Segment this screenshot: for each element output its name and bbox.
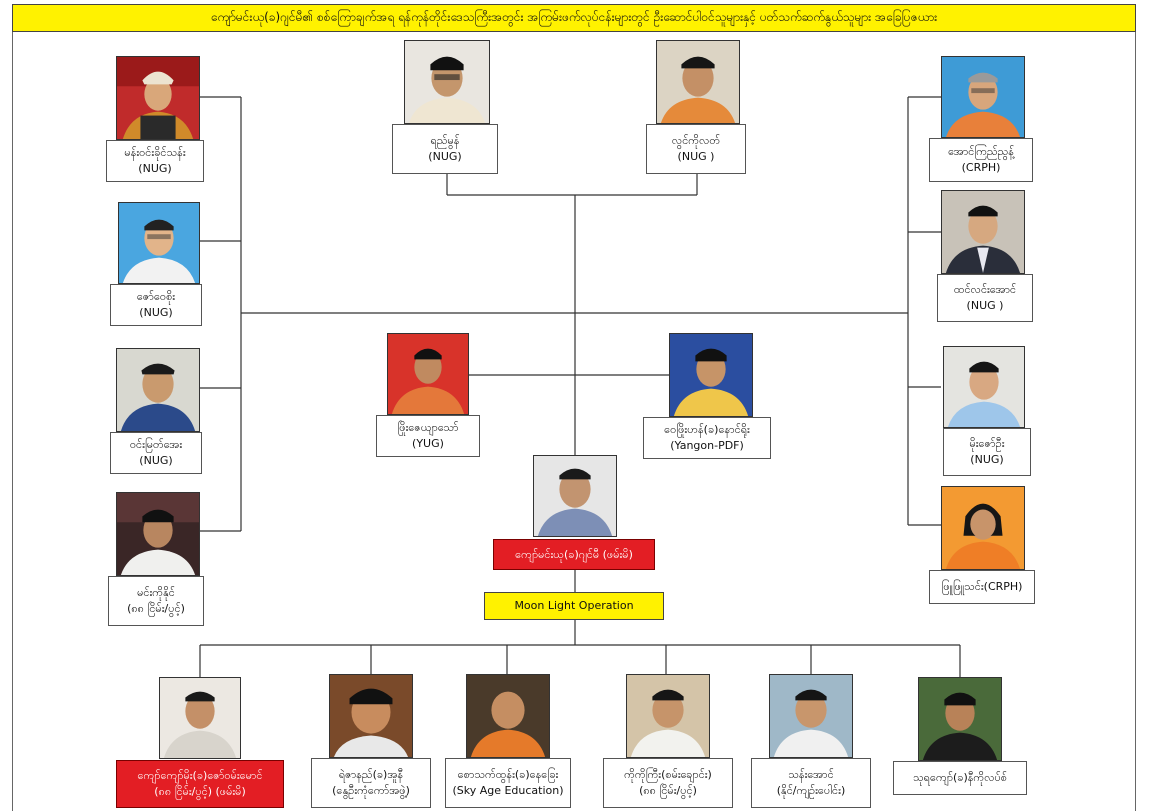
org-mid1: (YUG) bbox=[412, 437, 444, 450]
org-b3: (Sky Age Education) bbox=[452, 784, 564, 797]
label-right2: ထင်လင်းအောင် (NUG ) bbox=[937, 274, 1033, 322]
label-right1: အောင်ကြည်ညွန့် (CRPH) bbox=[929, 138, 1033, 182]
name-right3: မိုးဇော်ဦး bbox=[969, 437, 1005, 450]
label-right4: ဖြူဖြူသင်း(CRPH) bbox=[929, 570, 1035, 604]
label-right3: မိုးဇော်ဦး (NUG) bbox=[943, 428, 1031, 476]
org-right2: (NUG ) bbox=[966, 299, 1004, 312]
org-b1: (၈၈ ငြိမ်း/ပွင့်) (ဖမ်းမိ) bbox=[154, 785, 246, 798]
photo-left1 bbox=[116, 56, 200, 140]
label-b3: စောသက်ထွန်း(ခ)နေခြေး (Sky Age Education) bbox=[445, 758, 571, 808]
name-b2: ရဲဇာနည်(ခ)အူနီ bbox=[338, 768, 404, 781]
photo-b3 bbox=[466, 674, 550, 758]
photo-left2 bbox=[118, 202, 200, 284]
label-mid1: ဖြိုးဇေယျာသော် (YUG) bbox=[376, 415, 480, 457]
name-b6: သုရကျော်(ခ)နီကိုလပ်စ် bbox=[913, 771, 1007, 784]
name-left2: ဇော်ဝေစိုး bbox=[136, 290, 176, 303]
label-b6: သုရကျော်(ခ)နီကိုလပ်စ် bbox=[893, 761, 1027, 795]
name-mid1: ဖြိုးဇေယျာသော် bbox=[397, 421, 459, 434]
name-b3: စောသက်ထွန်း(ခ)နေခြေး bbox=[457, 768, 559, 781]
photo-b6 bbox=[918, 677, 1002, 761]
org-mid2: (Yangon-PDF) bbox=[670, 439, 744, 452]
name-center: ကျော်မင်းယု(ခ)ဂျင်မီ (ဖမ်းမိ) bbox=[515, 547, 633, 561]
photo-b5 bbox=[769, 674, 853, 758]
org-b5: (နိုင်/ကျဉ်းပေါင်း) bbox=[776, 784, 846, 797]
label-left3: ဝင်းမြတ်အေး (NUG) bbox=[110, 432, 202, 474]
photo-center bbox=[533, 455, 617, 537]
name-left4: မင်းကိုနိုင် bbox=[137, 586, 175, 599]
label-mid2: ဝေဖြိုးဟန်(ခ)နောင်ရိုး (Yangon-PDF) bbox=[643, 417, 771, 459]
org-left1: (NUG) bbox=[138, 162, 172, 175]
label-top1: ရည်မွန် (NUG) bbox=[392, 124, 498, 174]
operation-label: Moon Light Operation bbox=[514, 599, 634, 612]
name-b1: ကျော်ကျော်မိုး(ခ)ဇော်ဝမ်းမောင် bbox=[137, 769, 263, 782]
photo-right3 bbox=[943, 346, 1025, 428]
org-b2: (နွေဦးကုံကော်အဖွဲ့) bbox=[332, 784, 410, 797]
label-center: ကျော်မင်းယု(ခ)ဂျင်မီ (ဖမ်းမိ) bbox=[493, 539, 655, 570]
label-b4: ကိုကိုကြီး(စမ်းချောင်း) (၈၈ ငြိမ်း/ပွင့်… bbox=[603, 758, 733, 808]
name-b5: သန်းအောင် bbox=[788, 768, 834, 781]
label-left2: ဇော်ဝေစိုး (NUG) bbox=[110, 284, 202, 326]
org-left4: (၈၈ ငြိမ်း/ပွင့်) bbox=[127, 602, 185, 615]
photo-right4 bbox=[941, 486, 1025, 570]
org-left3: (NUG) bbox=[139, 454, 173, 467]
org-left2: (NUG) bbox=[139, 306, 173, 319]
operation-box: Moon Light Operation bbox=[484, 592, 664, 620]
photo-right1 bbox=[941, 56, 1025, 138]
org-top1: (NUG) bbox=[428, 150, 462, 163]
name-mid2: ဝေဖြိုးဟန်(ခ)နောင်ရိုး bbox=[664, 423, 750, 436]
name-left3: ဝင်းမြတ်အေး bbox=[129, 438, 183, 451]
org-b4: (၈၈ ငြိမ်း/ပွင့်) bbox=[639, 784, 697, 797]
label-b5: သန်းအောင် (နိုင်/ကျဉ်းပေါင်း) bbox=[751, 758, 871, 808]
photo-top2 bbox=[656, 40, 740, 124]
name-top2: လွင်ကိုလတ် bbox=[671, 134, 721, 147]
name-b4: ကိုကိုကြီး(စမ်းချောင်း) bbox=[624, 768, 712, 781]
photo-left3 bbox=[116, 348, 200, 432]
diagram-frame bbox=[12, 32, 1136, 811]
photo-b2 bbox=[329, 674, 413, 758]
photo-b1 bbox=[159, 677, 241, 759]
org-right1: (CRPH) bbox=[961, 161, 1001, 174]
name-right1: အောင်ကြည်ညွန့် bbox=[948, 145, 1014, 158]
photo-left4 bbox=[116, 492, 200, 576]
label-left4: မင်းကိုနိုင် (၈၈ ငြိမ်း/ပွင့်) bbox=[108, 576, 204, 626]
label-top2: လွင်ကိုလတ် (NUG ) bbox=[646, 124, 746, 174]
chart-title: ကျော်မင်းယု(ခ)ဂျင်မီ၏ စစ်ကြောချက်အရ ရန်က… bbox=[12, 4, 1136, 32]
org-top2: (NUG ) bbox=[677, 150, 715, 163]
label-b2: ရဲဇာနည်(ခ)အူနီ (နွေဦးကုံကော်အဖွဲ့) bbox=[311, 758, 431, 808]
label-b1: ကျော်ကျော်မိုး(ခ)ဇော်ဝမ်းမောင် (၈၈ ငြိမ်… bbox=[116, 760, 284, 808]
org-right3: (NUG) bbox=[970, 453, 1004, 466]
photo-top1 bbox=[404, 40, 490, 124]
photo-b4 bbox=[626, 674, 710, 758]
name-left1: မန်းဝင်းခိုင်သန်း bbox=[124, 146, 186, 159]
photo-mid2 bbox=[669, 333, 753, 417]
photo-mid1 bbox=[387, 333, 469, 415]
label-left1: မန်းဝင်းခိုင်သန်း (NUG) bbox=[106, 140, 204, 182]
photo-right2 bbox=[941, 190, 1025, 274]
name-right2: ထင်လင်းအောင် bbox=[953, 283, 1017, 296]
name-right4: ဖြူဖြူသင်း(CRPH) bbox=[941, 580, 1023, 593]
name-top1: ရည်မွန် bbox=[430, 134, 460, 147]
